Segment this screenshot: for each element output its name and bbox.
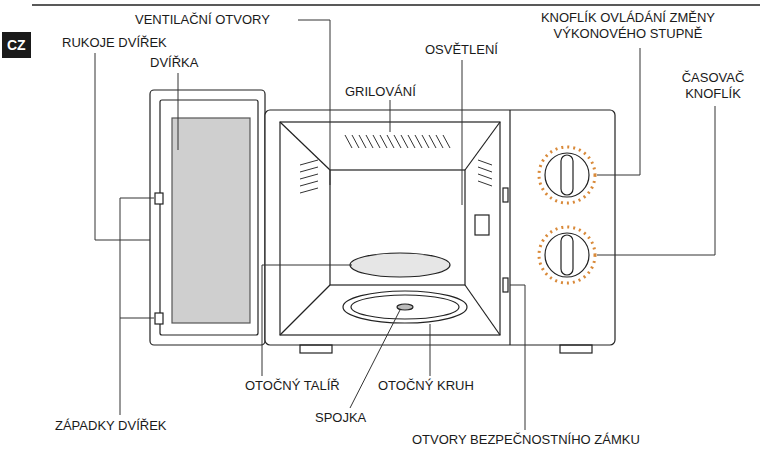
part-label: KNOFLÍK OVLÁDÁNÍ ZMĚNY VÝKONOVÉHO STUPNĚ xyxy=(508,10,748,42)
part-label: OTOČNÝ TALÍŘ xyxy=(245,378,340,394)
part-label: RUKOJE DVÍŘEK xyxy=(62,35,167,51)
part-label: OSVĚTLENÍ xyxy=(425,42,498,58)
part-label: GRILOVÁNÍ xyxy=(345,84,416,100)
part-label: VENTILAČNÍ OTVORY xyxy=(135,12,270,28)
part-label: OTOČNÝ KRUH xyxy=(378,378,474,394)
part-label: DVÍŘKA xyxy=(150,55,198,71)
part-label: SPOJKA xyxy=(315,410,366,426)
badge-text: CZ xyxy=(2,32,31,53)
part-label: ZÁPADKY DVÍŘEK xyxy=(55,418,167,434)
part-label: OTVORY BEZPEČNOSTNÍHO ZÁMKU xyxy=(412,432,640,448)
leader-lines xyxy=(95,20,715,430)
language-badge: CZ xyxy=(2,32,31,58)
part-label: ČASOVAČ KNOFLÍK xyxy=(668,70,758,102)
